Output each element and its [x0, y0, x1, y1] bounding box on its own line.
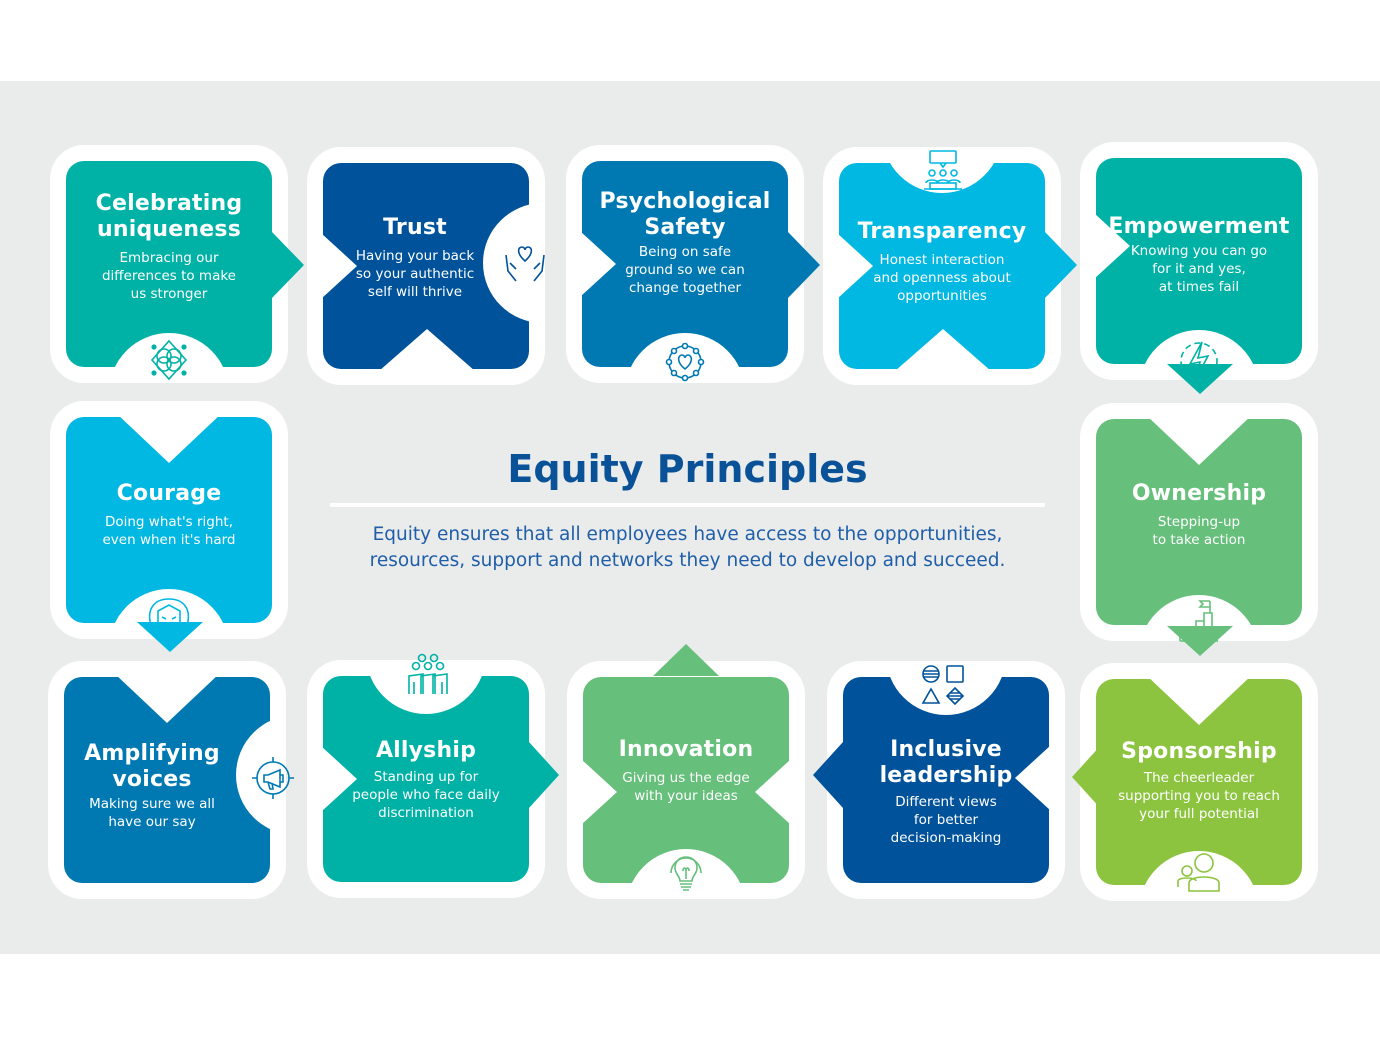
tile-transparency: Transparency Honest interaction and open… [823, 147, 1061, 385]
tile-body: Innovation Giving us the edge with your … [583, 677, 789, 883]
tile-description: Honest interaction and openness about op… [873, 252, 1011, 304]
tile-body: Courage Doing what's right, even when it… [66, 417, 272, 623]
tile-title: Innovation [618, 737, 754, 762]
arrow-connector [813, 742, 843, 808]
tile-description: Giving us the edge with your ideas [622, 770, 750, 804]
tile-title: Psychological Safety [599, 189, 771, 240]
tile-body: Ownership Stepping-up to take action [1096, 419, 1302, 625]
tile-title: Celebrating uniqueness [95, 191, 243, 242]
tile-description: Embracing our differences to make us str… [101, 250, 236, 302]
tile-title: Allyship [375, 738, 477, 763]
tile-description: Different views for better decision-maki… [890, 794, 1002, 846]
arrow-connector [1045, 232, 1077, 298]
tile-empowerment: Empowerment Knowing you can go for it an… [1080, 142, 1318, 383]
arrow-connector [1072, 744, 1102, 810]
tile-description: Stepping-up to take action [1152, 514, 1246, 548]
flower-pattern-icon [150, 339, 188, 381]
tile-sponsorship: Sponsorship The cheerleader supporting y… [1080, 663, 1318, 901]
tile-body: Sponsorship The cheerleader supporting y… [1096, 679, 1302, 885]
tile-description: Having your back so your authentic self … [355, 248, 475, 300]
heart-circle-network-icon [665, 342, 705, 382]
arrow-connector [272, 232, 304, 298]
arrow-connector [137, 622, 203, 652]
tile-title: Trust [383, 215, 447, 240]
tile-description: Knowing you can go for it and yes, at ti… [1130, 243, 1268, 295]
tile-trust: Trust Having your back so your authentic… [307, 147, 545, 385]
tile-description: Being on safe ground so we can change to… [625, 244, 745, 296]
page-description: Equity ensures that all employees have a… [369, 524, 1006, 571]
arrow-connector [788, 232, 820, 298]
megaphone-icon [252, 757, 294, 799]
arrow-connector [529, 742, 559, 808]
tile-description: Standing up for people who face daily di… [352, 769, 500, 821]
tile-inclusive-leadership: Inclusive leadership Different views for… [827, 661, 1065, 899]
tile-body: Amplifying voices Making sure we all hav… [64, 677, 270, 883]
tile-body: Trust Having your back so your authentic… [323, 163, 529, 369]
hands-heart-icon [505, 246, 545, 282]
tile-innovation: Innovation Giving us the edge with your … [567, 661, 805, 899]
tile-description: The cheerleader supporting you to reach … [1118, 770, 1280, 822]
tile-allyship: Allyship Standing up for people who face… [307, 653, 545, 898]
tile-title: Inclusive leadership [879, 737, 1013, 788]
tile-title: Sponsorship [1121, 739, 1277, 764]
shapes-icon [921, 665, 965, 706]
group-people-icon [408, 653, 448, 694]
tile-title: Ownership [1131, 481, 1267, 506]
tile-courage: Courage Doing what's right, even when it… [50, 401, 288, 642]
tile-body: Inclusive leadership Different views for… [843, 677, 1049, 883]
tile-title: Courage [116, 481, 222, 506]
tile-body: Allyship Standing up for people who face… [323, 676, 529, 882]
page-title: Equity Principles [507, 447, 868, 491]
tile-body: Transparency Honest interaction and open… [839, 163, 1045, 369]
tile-celebrating-uniqueness: Celebrating uniqueness Embracing our dif… [50, 145, 288, 383]
tile-description: Making sure we all have our say [89, 796, 215, 830]
tile-title: Transparency [857, 219, 1027, 244]
tile-title: Amplifying voices [84, 741, 220, 792]
tile-psychological-safety: Psychological Safety Being on safe groun… [566, 145, 804, 383]
tile-body: Empowerment Knowing you can go for it an… [1096, 158, 1302, 364]
two-people-icon [1177, 853, 1220, 892]
tile-amplifying-voices: Amplifying voices Making sure we all hav… [48, 661, 294, 899]
tile-title: Empowerment [1108, 214, 1290, 239]
arrow-connector [653, 644, 719, 676]
lightbulb-icon [670, 856, 702, 891]
arrow-connector [1167, 626, 1233, 656]
tile-body: Celebrating uniqueness Embracing our dif… [66, 161, 272, 367]
arrow-connector [1167, 364, 1233, 394]
title-divider [330, 503, 1045, 507]
tile-description: Doing what's right, even when it's hard [102, 514, 236, 548]
meeting-speech-icon [924, 150, 962, 190]
tile-ownership: Ownership Stepping-up to take action [1080, 403, 1318, 642]
tile-body: Psychological Safety Being on safe groun… [582, 161, 788, 367]
